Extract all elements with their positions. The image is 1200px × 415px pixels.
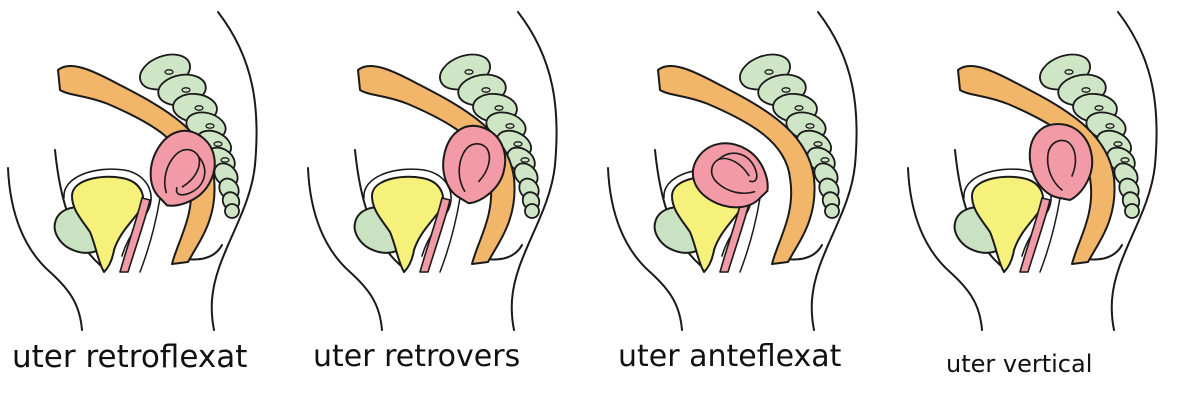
sacrum-spine — [139, 53, 241, 219]
sacral-foramen — [1113, 141, 1123, 147]
uterus-body — [1028, 123, 1094, 201]
pelvis-illustration — [607, 11, 858, 331]
panel-caption: uter vertical — [946, 350, 1093, 378]
vaginal-wall — [139, 197, 161, 273]
sacral-foramen — [520, 157, 530, 163]
sacral-foramen — [181, 87, 191, 93]
diagram-panel-retroflexed: uter retroflexat — [0, 0, 300, 415]
sacral-foramen — [1081, 87, 1091, 93]
vertebra — [224, 203, 240, 219]
sacral-foramen — [194, 105, 204, 111]
vaginal-wall — [439, 197, 461, 273]
sacrum-spine — [439, 53, 541, 219]
body-outline-back — [210, 11, 258, 331]
pelvis-illustration — [7, 11, 258, 331]
sacral-foramen — [820, 157, 830, 163]
uterus — [1028, 123, 1094, 201]
vertebra — [824, 203, 840, 219]
body-outline-back — [510, 11, 558, 331]
diagram-panel-retroverted: uter retrovers — [300, 0, 600, 415]
vagina — [1019, 197, 1051, 273]
sacrum-spine — [739, 53, 841, 219]
sacral-foramen — [213, 141, 223, 147]
body-outline-front — [7, 167, 83, 331]
fundus-fold — [175, 155, 206, 196]
sacral-foramen — [794, 105, 804, 111]
sacral-foramen — [464, 69, 474, 75]
panel-caption: uter retrovers — [313, 339, 521, 374]
sacral-foramen — [494, 105, 504, 111]
rectum — [57, 65, 216, 265]
body-outline-front — [907, 167, 983, 331]
pelvis-illustration — [907, 11, 1158, 331]
uterine-cavity — [1046, 139, 1077, 191]
uterus — [691, 142, 769, 209]
sacral-foramen — [805, 123, 815, 129]
sacral-foramen — [220, 157, 230, 163]
sacral-foramen — [481, 87, 491, 93]
panel-caption: uter anteflexat — [618, 339, 842, 374]
sacral-foramen — [1064, 69, 1074, 75]
sacral-foramen — [205, 123, 215, 129]
vagina — [419, 197, 451, 273]
bladder — [71, 175, 145, 273]
uterus-body — [442, 124, 507, 205]
sacral-foramen — [513, 141, 523, 147]
sacrum-spine — [1039, 53, 1141, 219]
body-outline-front — [307, 167, 383, 331]
uterine-cavity — [163, 148, 201, 194]
rectum — [657, 65, 816, 265]
rectum — [357, 65, 516, 265]
diagram-panel-anteflexed: uter anteflexat — [600, 0, 900, 415]
sacral-foramen — [813, 141, 823, 147]
bladder — [371, 175, 445, 273]
uterus — [149, 129, 216, 207]
body-outline-front — [607, 167, 683, 331]
vaginal-wall — [1039, 197, 1061, 273]
uterine-cavity — [710, 157, 756, 195]
vagina — [119, 197, 151, 273]
vertebra — [524, 203, 540, 219]
vaginal-wall — [739, 197, 761, 273]
uterine-cavity — [458, 143, 491, 192]
rectum — [957, 65, 1116, 265]
uterus — [442, 124, 507, 205]
diagram-panel-vertical: uter vertical — [900, 0, 1200, 415]
sacral-foramen — [505, 123, 515, 129]
sacral-foramen — [764, 69, 774, 75]
sacral-foramen — [1094, 105, 1104, 111]
sacral-foramen — [1105, 123, 1115, 129]
body-outline-back — [1110, 11, 1158, 331]
body-outline-back — [810, 11, 858, 331]
panel-caption: uter retroflexat — [12, 339, 248, 375]
sacral-foramen — [781, 87, 791, 93]
vertebra — [1124, 203, 1140, 219]
vagina — [719, 197, 751, 273]
sacral-foramen — [164, 69, 174, 75]
fundus-fold — [717, 152, 758, 183]
pelvis-illustration — [307, 11, 558, 331]
sacral-foramen — [1120, 157, 1130, 163]
bladder — [971, 175, 1045, 273]
